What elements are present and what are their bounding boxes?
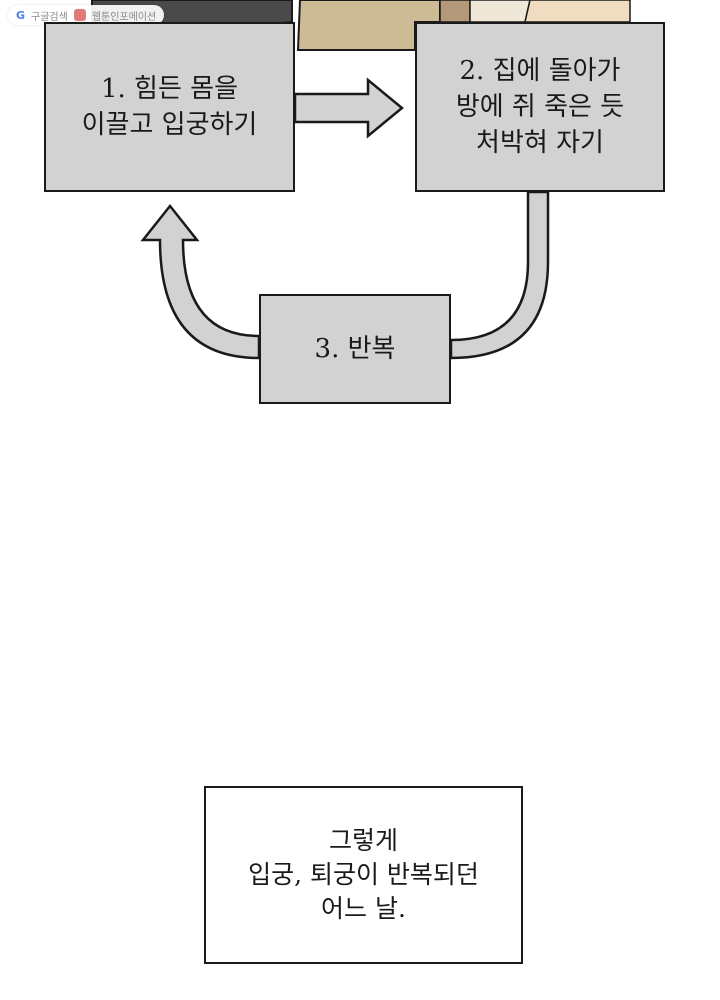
arrow-curve-up-icon xyxy=(140,203,261,360)
narration-caption-box: 그렇게 입궁, 퇴궁이 반복되던 어느 날. xyxy=(204,786,523,964)
flow-step-3: 3. 반복 xyxy=(259,294,451,404)
narration-caption-text: 그렇게 입궁, 퇴궁이 반복되던 어느 날. xyxy=(248,826,479,923)
flow-step-1: 1. 힘든 몸을 이끌고 입궁하기 xyxy=(44,22,295,192)
flow-step-2: 2. 집에 돌아가 방에 쥐 죽은 듯 처박혀 자기 xyxy=(415,22,665,192)
google-icon: G xyxy=(16,8,26,22)
watermark-google-label: 구글검색 xyxy=(31,11,68,23)
flow-step-1-text: 1. 힘든 몸을 이끌고 입궁하기 xyxy=(81,74,258,140)
watermark-badge: G 구글검색 웹툰인포메이션 xyxy=(8,5,165,25)
arrow-right-icon xyxy=(293,77,404,139)
site-logo-icon xyxy=(73,9,86,21)
watermark-site-label: 웹툰인포메이션 xyxy=(91,11,157,23)
flow-step-3-text: 3. 반복 xyxy=(314,334,396,364)
flow-step-2-text: 2. 집에 돌아가 방에 쥐 죽은 듯 처박혀 자기 xyxy=(455,56,625,158)
arrow-curve-down-icon xyxy=(449,190,550,360)
